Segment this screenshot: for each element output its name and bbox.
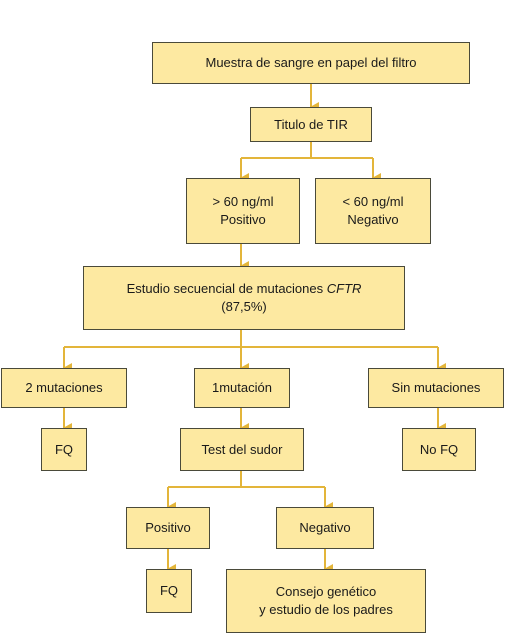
- node-positivo-sudor-label: Positivo: [145, 520, 191, 535]
- node-consejo-genetico: Consejo genético y estudio de los padres: [226, 569, 426, 633]
- node-estudio-line2: (87,5%): [221, 299, 267, 314]
- node-positivo-tir-line1: > 60 ng/ml: [212, 194, 274, 209]
- node-positivo-tir-line2: Positivo: [220, 212, 266, 227]
- node-negativo-sudor-label: Negativo: [299, 520, 351, 535]
- node-no-fq-label: No FQ: [419, 441, 459, 457]
- node-fq-left: FQ: [41, 428, 87, 471]
- node-negativo-tir-line1: < 60 ng/ml: [342, 194, 404, 209]
- node-estudio-line1: Estudio secuencial de mutaciones CFTR: [127, 280, 362, 298]
- node-fq-bottom: FQ: [146, 569, 192, 613]
- node-fq-left-label: FQ: [54, 441, 74, 457]
- node-titulo-tir-label: Titulo de TIR: [274, 116, 348, 132]
- node-muestra-sangre: Muestra de sangre en papel del filtro: [152, 42, 470, 84]
- node-negativo-tir-line2: Negativo: [347, 212, 399, 227]
- node-estudio-gene: CFTR: [326, 281, 362, 296]
- node-test-sudor-label: Test del sudor: [201, 441, 283, 457]
- node-fq-bottom-label: FQ: [159, 583, 179, 598]
- node-consejo-line1: Consejo genético: [275, 584, 377, 599]
- node-una-mutacion-label: 1mutación: [212, 380, 272, 395]
- node-una-mutacion: 1mutación: [194, 368, 290, 408]
- node-sin-mutaciones: Sin mutaciones: [368, 368, 504, 408]
- node-consejo-line2: y estudio de los padres: [259, 602, 393, 617]
- node-positivo-sudor: Positivo: [126, 507, 210, 549]
- node-sin-mutaciones-label: Sin mutaciones: [391, 380, 481, 395]
- node-dos-mutaciones-label: 2 mutaciones: [25, 380, 103, 395]
- node-muestra-sangre-label: Muestra de sangre en papel del filtro: [205, 55, 417, 70]
- node-negativo-tir: < 60 ng/ml Negativo: [315, 178, 431, 244]
- node-no-fq: No FQ: [402, 428, 476, 471]
- node-negativo-sudor: Negativo: [276, 507, 374, 549]
- node-estudio-secuencial: Estudio secuencial de mutaciones CFTR (8…: [83, 266, 405, 330]
- node-dos-mutaciones: 2 mutaciones: [1, 368, 127, 408]
- node-test-sudor: Test del sudor: [180, 428, 304, 471]
- node-estudio-line1-prefix: Estudio secuencial de mutaciones: [126, 281, 327, 296]
- node-titulo-tir: Titulo de TIR: [250, 107, 372, 142]
- node-positivo-tir: > 60 ng/ml Positivo: [186, 178, 300, 244]
